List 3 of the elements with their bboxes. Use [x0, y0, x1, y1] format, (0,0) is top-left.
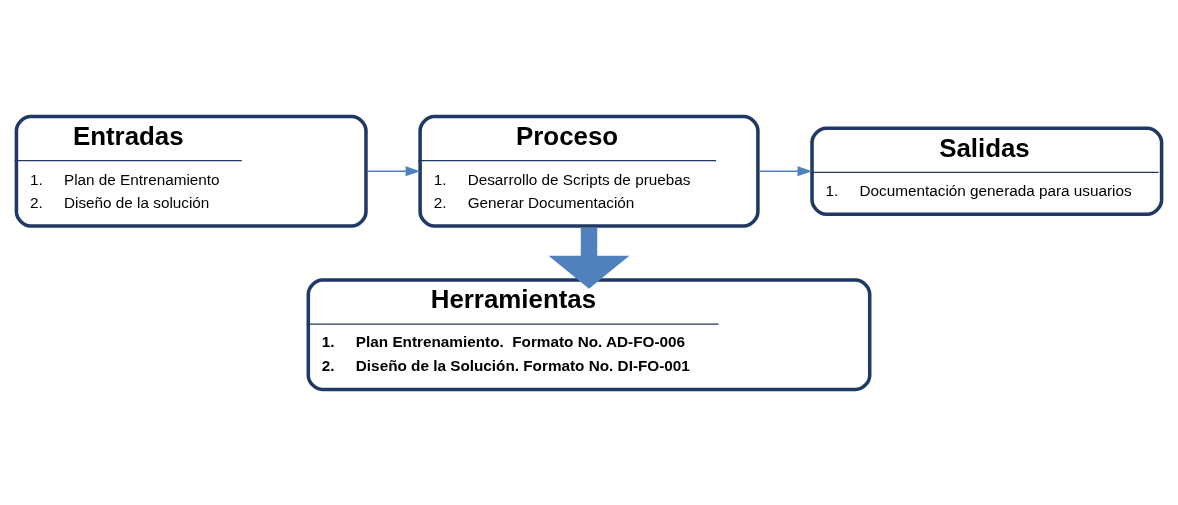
arrow — [367, 165, 421, 176]
arrow — [759, 165, 813, 176]
arrow — [548, 227, 630, 289]
